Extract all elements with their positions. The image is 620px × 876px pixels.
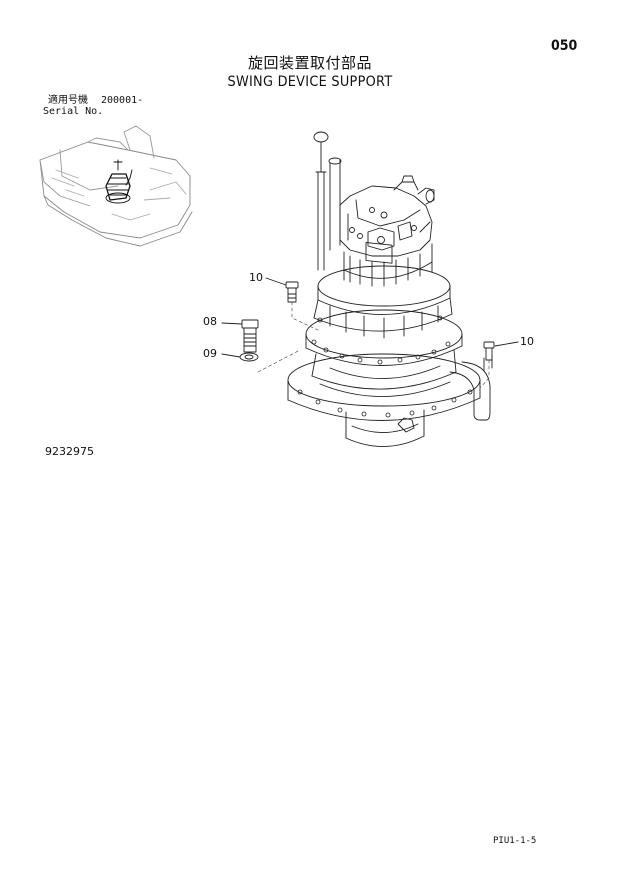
callout-bolt-10-right: 10 xyxy=(520,335,534,348)
leader-line-bolt xyxy=(221,322,243,325)
serial-label-english: Serial No. xyxy=(43,106,104,117)
leader-line-bolt-upper xyxy=(265,277,287,286)
washer-09 xyxy=(239,352,259,362)
callout-bolt-08: 08 xyxy=(203,315,217,328)
callout-bolt-10-upper: 10 xyxy=(249,271,263,284)
serial-number-value: 200001- xyxy=(101,95,144,106)
drawing-number: 9232975 xyxy=(45,445,94,458)
page-number: 050 xyxy=(551,38,578,54)
bolt-10-right xyxy=(483,341,495,361)
page-code: PIU1-1-5 xyxy=(493,836,537,846)
swing-device-assembly xyxy=(287,131,493,447)
page-title-english: SWING DEVICE SUPPORT xyxy=(227,74,393,90)
callout-washer-09: 09 xyxy=(203,347,217,360)
leader-line-washer xyxy=(221,353,241,358)
bolt-10-upper xyxy=(285,281,299,303)
leader-line-bolt-right xyxy=(494,341,519,347)
bolt-08 xyxy=(241,319,259,353)
serial-label-japanese: 適用号機 xyxy=(48,95,88,106)
machine-locator-thumbnail xyxy=(39,125,193,247)
page-title-japanese: 旋回装置取付部品 xyxy=(247,54,372,72)
